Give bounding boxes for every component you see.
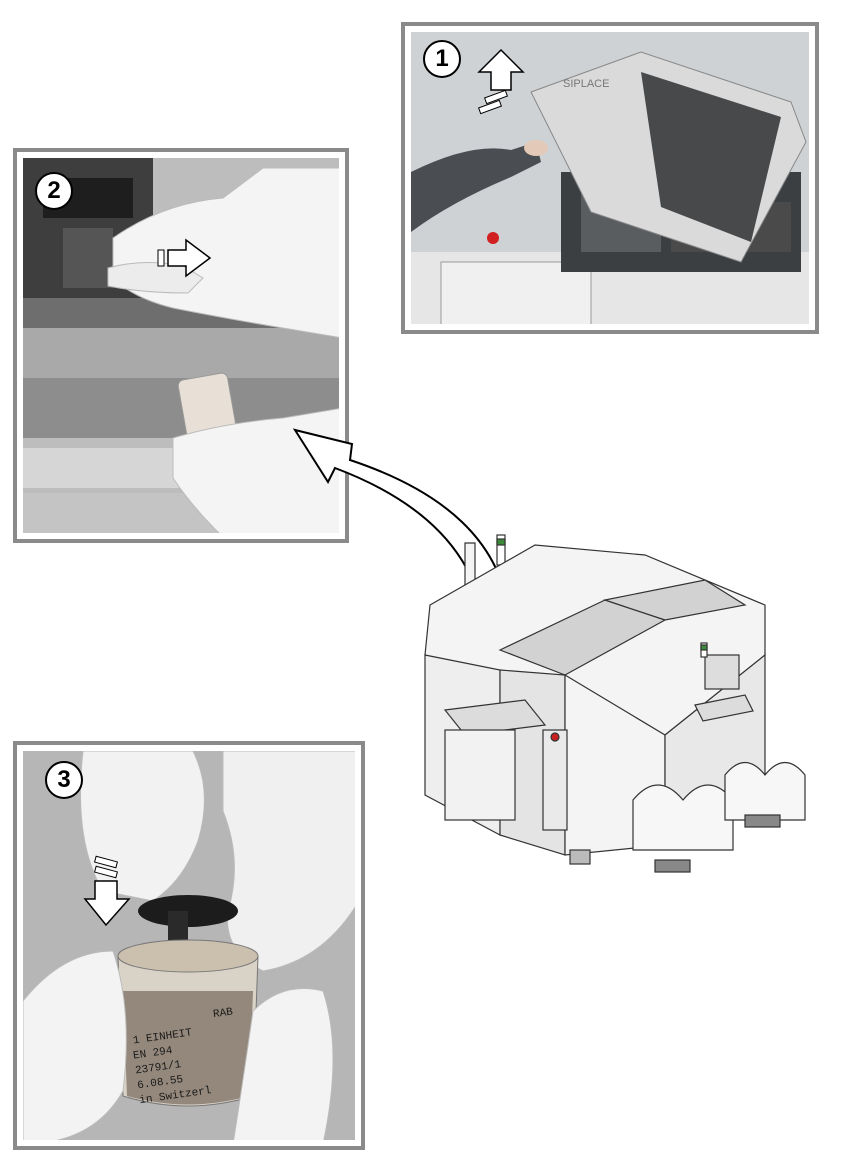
step-3-panel: 1 EINHEIT RAB EN 294 23791/1 6.08.55 in … [13,741,365,1150]
step-3-badge: 3 [45,761,83,799]
hood-open-illustration: SIPLACE [411,32,809,324]
step-1-panel: SIPLACE 1 [401,22,819,334]
hood-label: SIPLACE [563,78,609,90]
cartridge-insertion-illustration: 1 EINHEIT RAB EN 294 23791/1 6.08.55 in … [23,751,355,1140]
step-1-photo: SIPLACE [411,32,809,324]
step-2-badge: 2 [35,172,73,210]
step-1-badge: 1 [423,40,461,78]
placement-machine-illustration [405,525,815,895]
step-3-photo: 1 EINHEIT RAB EN 294 23791/1 6.08.55 in … [23,751,355,1140]
